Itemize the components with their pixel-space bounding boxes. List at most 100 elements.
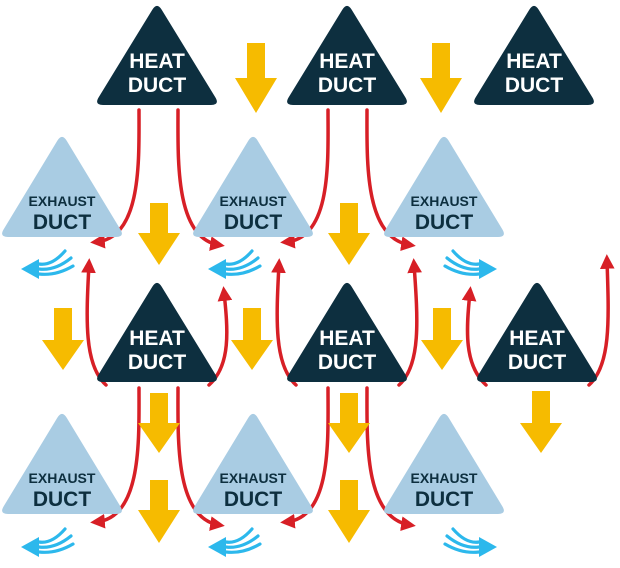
- exhaust-duct-label-line1: EXHAUST: [220, 193, 287, 209]
- exhaust-swoosh-line: [224, 264, 262, 276]
- exhaust-duct-label-line1: EXHAUST: [29, 470, 96, 486]
- exhaust-arrows: [21, 249, 497, 557]
- exhaust-swoosh-line: [445, 256, 481, 271]
- down-arrow: [138, 393, 180, 453]
- exhaust-duct-label-line1: EXHAUST: [411, 470, 478, 486]
- air-flow-curve: [176, 386, 225, 531]
- exhaust-arrowhead: [208, 259, 226, 279]
- heat-duct-label-line1: HEAT: [319, 50, 375, 73]
- exhaust-swoosh-line: [37, 249, 67, 266]
- down-arrow: [328, 480, 370, 543]
- exhaust-arrowhead: [21, 537, 39, 557]
- air-flow-curve: [90, 386, 141, 529]
- exhaust-duct: EXHAUST DUCT: [384, 413, 504, 514]
- heat-duct-label-line2: DUCT: [505, 74, 563, 97]
- exhaust-arrowhead: [479, 259, 497, 279]
- exhaust-duct: EXHAUST DUCT: [384, 136, 504, 237]
- heat-duct-shape: [474, 5, 594, 106]
- air-flow-curve: [280, 386, 330, 529]
- down-arrow: [328, 393, 370, 453]
- exhaust-swoosh-line: [224, 527, 254, 544]
- exhaust-duct-shape: [2, 413, 122, 514]
- down-arrow: [138, 480, 180, 543]
- exhaust-arrowhead: [21, 259, 39, 279]
- air-flow-curve: [176, 108, 225, 251]
- exhaust-duct-shape: [2, 136, 122, 237]
- air-flow-curve: [81, 258, 108, 387]
- exhaust-arrow-right: [443, 249, 497, 279]
- exhaust-swoosh-line: [451, 249, 481, 266]
- exhaust-duct-shape: [193, 413, 313, 514]
- exhaust-arrow-left: [208, 527, 262, 557]
- exhaust-swoosh-line: [443, 264, 481, 276]
- exhaust-duct: EXHAUST DUCT: [2, 413, 122, 514]
- heat-duct-label-line2: DUCT: [128, 74, 186, 97]
- air-flow-curve: [90, 108, 141, 249]
- down-arrows: [42, 43, 562, 543]
- exhaust-swoosh-line: [37, 534, 73, 549]
- air-flow-curve: [280, 108, 330, 249]
- down-arrow: [235, 43, 277, 113]
- heat-duct-label-line1: HEAT: [506, 50, 562, 73]
- down-arrow: [328, 203, 370, 265]
- exhaust-duct-shape: [384, 136, 504, 237]
- exhaust-duct-shape: [384, 413, 504, 514]
- exhaust-duct: EXHAUST DUCT: [193, 413, 313, 514]
- exhaust-swoosh-line: [37, 542, 75, 554]
- exhaust-arrow-left: [21, 527, 75, 557]
- air-flow-curve: [271, 258, 298, 387]
- heat-duct-label-line2: DUCT: [318, 351, 376, 374]
- air-flow-curve: [365, 108, 416, 251]
- heat-ducts: HEATDUCTHEATDUCTHEATDUCTHEATDUCTHEATDUCT…: [97, 5, 597, 382]
- exhaust-duct-shape: [193, 136, 313, 237]
- exhaust-swoosh-line: [445, 534, 481, 549]
- exhaust-swoosh-line: [224, 542, 262, 554]
- air-flow-curve: [397, 258, 422, 387]
- exhaust-duct-label-line2: DUCT: [224, 488, 282, 511]
- heat-duct-label-line1: HEAT: [509, 327, 565, 350]
- exhaust-swoosh-line: [224, 534, 260, 549]
- exhaust-arrow-left: [208, 249, 262, 279]
- heat-duct-label-line1: HEAT: [129, 50, 185, 73]
- down-arrow: [138, 203, 180, 265]
- exhaust-swoosh-line: [224, 249, 254, 266]
- exhaust-duct-label-line1: EXHAUST: [411, 193, 478, 209]
- heat-duct-label-line1: HEAT: [129, 327, 185, 350]
- exhaust-duct-label-line2: DUCT: [33, 488, 91, 511]
- exhaust-duct: EXHAUST DUCT: [193, 136, 313, 237]
- down-arrow: [231, 308, 273, 370]
- heat-duct-label-line1: HEAT: [319, 327, 375, 350]
- heat-duct-label-line2: DUCT: [508, 351, 566, 374]
- exhaust-swoosh-line: [37, 256, 73, 271]
- heat-duct-shape: [287, 282, 407, 382]
- exhaust-arrow-right: [443, 527, 497, 557]
- down-arrow: [421, 308, 463, 370]
- exhaust-duct-label-line2: DUCT: [415, 488, 473, 511]
- exhaust-swoosh-line: [224, 256, 260, 271]
- heat-duct-shape: [477, 282, 597, 382]
- exhaust-swoosh-line: [443, 542, 481, 554]
- exhaust-duct-label-line2: DUCT: [33, 211, 91, 234]
- exhaust-swoosh-line: [37, 264, 75, 276]
- exhaust-swoosh-line: [37, 527, 67, 544]
- heat-duct-shape: [97, 5, 217, 106]
- exhaust-duct-label-line1: EXHAUST: [29, 193, 96, 209]
- exhaust-arrowhead: [479, 537, 497, 557]
- heat-duct-label-line2: DUCT: [318, 74, 376, 97]
- exhaust-arrowhead: [208, 537, 226, 557]
- exhaust-duct-label-line2: DUCT: [415, 211, 473, 234]
- air-flow-curve: [365, 386, 416, 531]
- exhaust-arrow-left: [21, 249, 75, 279]
- heat-duct-shape: [97, 282, 217, 382]
- exhaust-duct-label-line2: DUCT: [224, 211, 282, 234]
- exhaust-duct-label-line1: EXHAUST: [220, 470, 287, 486]
- heat-duct-shape: [287, 5, 407, 106]
- exhaust-ducts: EXHAUSTDUCTEXHAUSTDUCTEXHAUSTDUCTEXHAUST…: [2, 136, 504, 514]
